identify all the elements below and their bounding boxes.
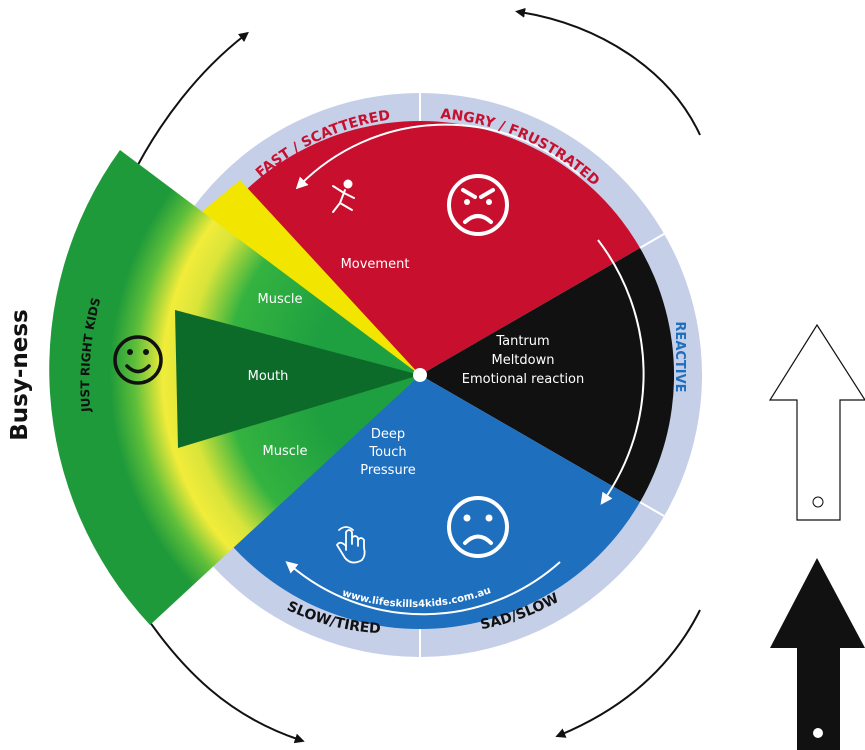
outline-up-arrow-icon xyxy=(768,323,865,521)
center-dot xyxy=(413,368,427,382)
strategy-deep: Deep xyxy=(371,427,405,442)
sector-sad xyxy=(420,375,640,629)
strategy-pressure: Pressure xyxy=(360,463,416,478)
curved-arrow-icon xyxy=(515,7,701,136)
strategy-meltdown: Meltdown xyxy=(491,353,554,368)
fast-person-icon xyxy=(332,179,355,213)
curved-arrow-icon xyxy=(555,609,701,738)
sector-angry xyxy=(420,120,640,375)
sad-face-icon xyxy=(447,496,509,558)
strategy-tantrum: Tantrum xyxy=(495,334,549,349)
strategy-muscle-top: Muscle xyxy=(258,292,303,307)
sector-slow-blue xyxy=(200,375,420,629)
sector-yellow-wedge xyxy=(180,180,420,375)
sector-reactive xyxy=(420,248,675,502)
strategy-mouth: Mouth xyxy=(248,369,289,384)
hand-touch-icon xyxy=(335,526,366,564)
angry-face-icon xyxy=(447,174,509,236)
smiley-face-icon xyxy=(113,335,163,385)
strategy-touch: Touch xyxy=(368,445,406,460)
sector-fast xyxy=(200,121,420,375)
filled-up-arrow-icon xyxy=(770,558,865,750)
strategy-muscle-bottom: Muscle xyxy=(263,444,308,459)
label-reactive: REACTIVE xyxy=(672,321,687,392)
strategy-emotional-reaction: Emotional reaction xyxy=(462,372,585,387)
mouth-dark-band xyxy=(175,310,420,448)
strategy-movement: Movement xyxy=(341,257,410,272)
